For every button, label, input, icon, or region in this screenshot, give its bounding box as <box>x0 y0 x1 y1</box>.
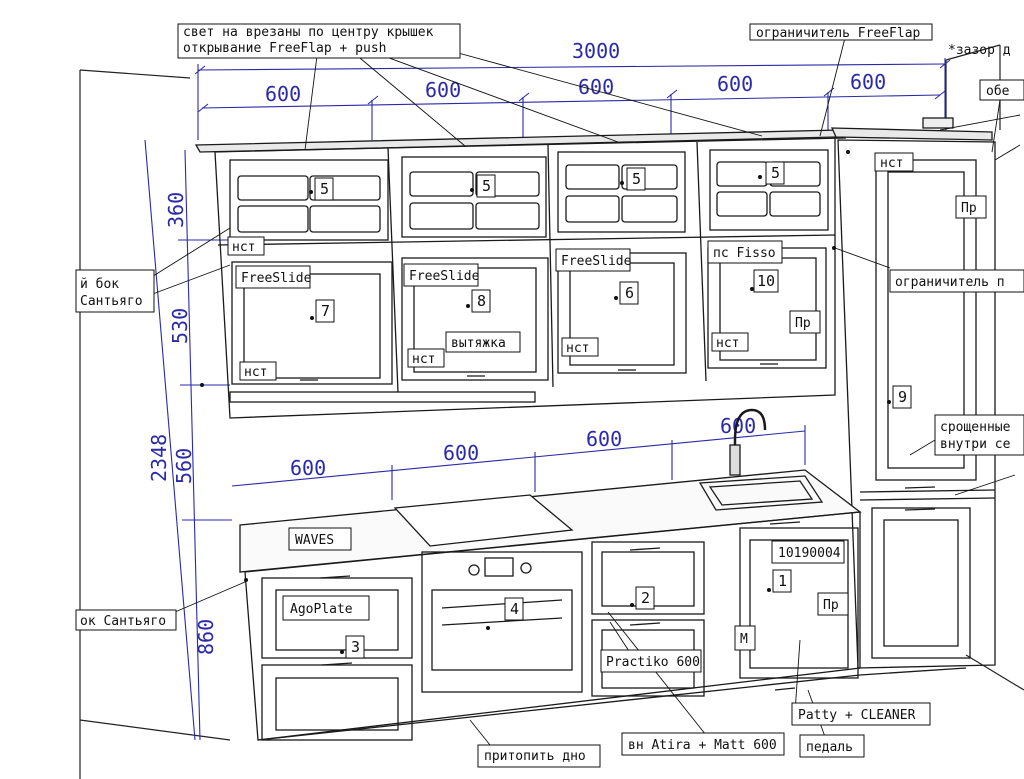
label-nst-2: нст <box>244 365 267 380</box>
notes: свет на врезаны по центру крышек открыва… <box>75 23 1024 768</box>
label-practiko: Practiko 600 <box>606 655 700 670</box>
label-nst-5: нст <box>716 336 739 351</box>
side-left-note-1: й бок <box>80 277 119 292</box>
label-pr-1: Пр <box>961 201 977 216</box>
total-width-dim: 3000 <box>572 39 620 63</box>
callout-10: 10 <box>757 272 775 290</box>
callout-8: 8 <box>477 292 486 310</box>
label-nst-6: нст <box>880 156 903 171</box>
label-hood: вытяжка <box>451 336 506 351</box>
callout-3: 3 <box>351 638 360 656</box>
label-pr-3: Пр <box>823 598 839 613</box>
glass-grid-2 <box>401 156 547 238</box>
callouts: 1 2 3 4 5 5 5 5 6 7 8 9 10 <box>314 161 912 659</box>
dimension-text: 3000 600 600 600 600 600 600 600 600 600… <box>147 39 886 655</box>
stitched-note-2: внутри се <box>940 437 1011 452</box>
worktop-dim-1: 600 <box>290 456 326 480</box>
label-ps-fisso: пс Fisso <box>713 246 776 261</box>
callout-5a: 5 <box>320 180 329 198</box>
gap-note: *зазор д <box>948 43 1011 58</box>
label-nst-3: нст <box>412 352 435 367</box>
glass-grid-3 <box>557 151 686 233</box>
label-agoplate: AgoPlate <box>290 602 353 617</box>
callout-5c: 5 <box>632 170 641 188</box>
bottom-note: притопить дно <box>484 749 586 764</box>
both-sides-note: обе <box>986 84 1010 99</box>
label-freeslide-2: FreeSlide <box>409 269 480 284</box>
patty-note: Patty + CLEANER <box>798 708 916 723</box>
middle-height-dim: 530 <box>168 308 192 344</box>
dimension-lines <box>144 58 951 741</box>
label-freeslide-3: FreeSlide <box>561 254 632 269</box>
callout-5b: 5 <box>482 177 491 195</box>
top-note-line2: открывание FreeFlap + push <box>183 41 387 56</box>
side-bottom-left-note: ок Сантьяго <box>80 614 166 629</box>
total-height-dim: 2348 <box>147 434 171 482</box>
label-article: 10190004 <box>778 546 841 561</box>
callout-5d: 5 <box>771 164 780 182</box>
label-waves: WAVES <box>295 533 334 548</box>
label-nst-1: нст <box>232 240 255 255</box>
base-height-dim: 860 <box>194 619 218 655</box>
worktop-dim-3: 600 <box>586 427 622 451</box>
backsplash-height-dim: 560 <box>172 448 196 484</box>
label-freeslide-1: FreeSlide <box>241 271 312 286</box>
module-dim-4: 600 <box>717 72 753 96</box>
callout-1: 1 <box>778 572 787 590</box>
callout-4: 4 <box>510 600 519 618</box>
callout-7: 7 <box>321 302 330 320</box>
label-nst-4: нст <box>566 341 589 356</box>
inline-labels: нст нст нст нст нст нст Пр Пр Пр FreeSli… <box>227 152 987 673</box>
callout-6: 6 <box>625 284 634 302</box>
callout-9: 9 <box>898 388 907 406</box>
upper-height-dim: 360 <box>164 192 188 228</box>
glass-grid-1 <box>229 159 389 241</box>
side-left-note-2: Сантьяго <box>80 294 143 309</box>
label-pr-2: Пр <box>795 316 811 331</box>
pedal-note: педаль <box>806 740 853 755</box>
module-dim-5: 600 <box>850 70 886 94</box>
stitched-note-1: срощенные <box>940 420 1011 435</box>
worktop-dim-2: 600 <box>443 441 479 465</box>
cabinets <box>194 117 996 741</box>
anchor-dots <box>200 150 891 654</box>
oven-line-note: вн Atira + Matt 600 <box>628 738 777 753</box>
limiter-right-note: ограничитель п <box>895 275 1005 290</box>
callout-2: 2 <box>641 589 650 607</box>
leader-lines <box>149 37 1021 746</box>
label-m: М <box>740 632 748 647</box>
module-dim-1: 600 <box>265 82 301 106</box>
limiter-freeflap-note: ограничитель FreeFlap <box>756 26 921 41</box>
module-dim-2: 600 <box>425 78 461 102</box>
top-note-line1: свет на врезаны по центру крышек <box>183 25 434 40</box>
